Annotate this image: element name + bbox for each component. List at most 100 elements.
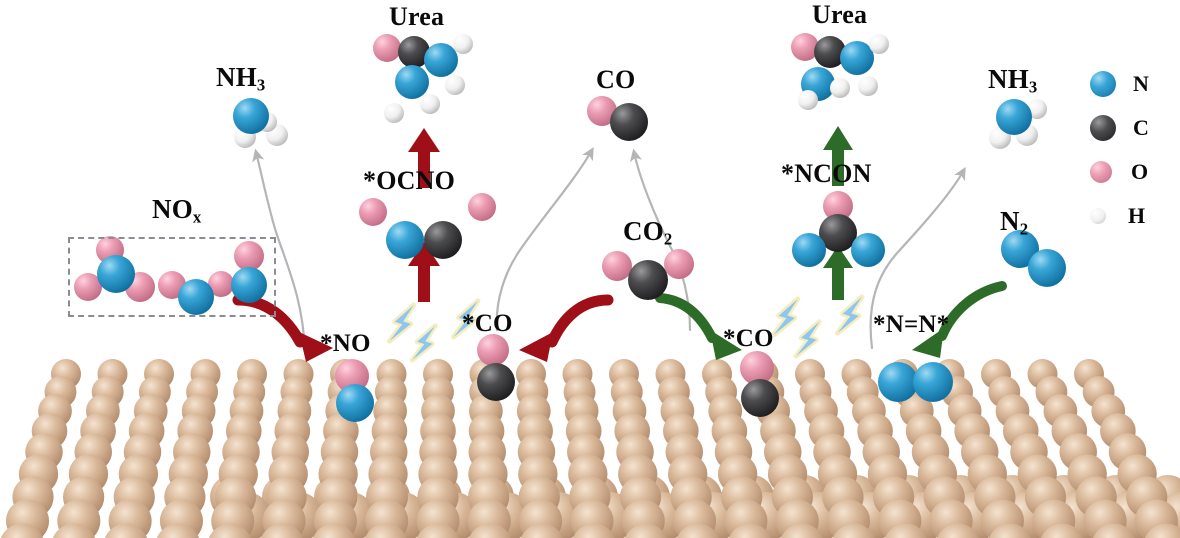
molecule-nh3-left [233, 98, 288, 148]
lightning-bolt-icon [770, 296, 801, 338]
legend-label-C: C [1133, 115, 1149, 140]
molecule-ads-co-right-atom-O [740, 351, 774, 385]
green-up-arrow-to-ncon [823, 246, 853, 300]
slab-atom [624, 523, 668, 538]
molecule-ads-co-left-atom-C [477, 363, 515, 401]
molecule-n2-atom-N [1028, 249, 1066, 287]
molecule-nh3-right [989, 99, 1047, 149]
lightning-bolt-icon [409, 323, 438, 363]
slab-atom [208, 523, 252, 538]
molecule-urea-left [373, 34, 473, 123]
green-arrowhead-n2 [912, 328, 944, 358]
red-up-arrow-to-ocno [408, 242, 440, 302]
slab-atom [104, 523, 148, 538]
legend-label-H: H [1128, 203, 1146, 228]
slab-atom [1144, 523, 1180, 538]
molecule-nh3-left-atom-N [233, 98, 269, 134]
lightning-bolt-icon [450, 298, 481, 340]
molecule-ads-no-atom-N [336, 384, 374, 422]
legend-sphere-H [1090, 208, 1106, 224]
label-star-no: *NO [320, 330, 371, 357]
red-up-arrow-to-urea-left [408, 128, 440, 188]
molecule-co-gas-atom-O [587, 96, 617, 126]
molecule-urea-left-atom-H [420, 94, 440, 114]
green-up-arrow-group [823, 126, 853, 300]
label-nox: NOx [152, 194, 202, 227]
label-n2: N2 [1000, 206, 1029, 239]
slab-atom [520, 523, 564, 538]
molecule-ocno [359, 193, 496, 259]
label-co-gas: CO [596, 65, 636, 94]
slab-atom [1092, 523, 1136, 538]
nox-group-box [68, 237, 276, 317]
label-star-co-right: *CO [723, 325, 774, 352]
molecule-n2 [1001, 230, 1066, 287]
molecule-co2-atom-C [628, 260, 668, 300]
slab-atom [884, 523, 928, 538]
molecule-urea-right-atom-H [858, 76, 878, 96]
red-arrowhead-nox [299, 332, 333, 362]
molecule-nitrate-atom-N [97, 255, 135, 293]
molecule-no2-atom-N [178, 279, 214, 315]
legend-sphere-N [1090, 71, 1116, 97]
label-co2: CO2 [623, 216, 673, 249]
molecule-urea-right-atom-N [840, 41, 874, 75]
molecule-co2-atom-O [664, 249, 694, 279]
slab-atom [260, 523, 304, 538]
green-curved-arrow-n2 [937, 281, 1007, 341]
label-ncon: *NCON [781, 159, 872, 188]
legend-sphere-O [1090, 161, 1112, 183]
label-star-nn: *N=N* [873, 311, 950, 338]
legend-item-O: O [1090, 150, 1149, 194]
lightning-bolt-icon [386, 302, 417, 344]
legend-sphere-C [1090, 115, 1116, 141]
lightning-bolt-group [386, 294, 865, 363]
molecule-ads-co-right-atom-C [741, 379, 779, 417]
slab-atom [728, 523, 772, 538]
molecule-urea-left-atom-C [398, 36, 430, 68]
molecule-urea-left-atom-N [424, 43, 458, 77]
label-nh3-right: NH3 [988, 64, 1038, 97]
molecule-ocno-atom-O [359, 198, 387, 226]
legend-label-N: N [1133, 71, 1149, 96]
molecule-ocno-atom-O [468, 193, 496, 221]
legend-item-C: C [1090, 106, 1149, 150]
molecule-urea-right-atom-H [830, 78, 850, 98]
molecule-co2-atom-O [602, 251, 632, 281]
molecule-no-atom-O [234, 241, 264, 271]
molecule-ads-co-left [477, 334, 515, 401]
molecule-urea-left-atom-N [395, 65, 429, 99]
molecule-nitrate-atom-O [74, 273, 102, 301]
slab-atom [52, 523, 96, 538]
catalyst-slab [0, 359, 1180, 538]
green-up-arrow-to-urea-right [823, 126, 853, 186]
slab-atom [676, 523, 720, 538]
slab-atom [572, 523, 616, 538]
label-star-co-left: *CO [462, 310, 513, 337]
molecule-ads-nn-atom-N [878, 362, 918, 402]
molecule-ocno-atom-C [424, 221, 462, 259]
molecule-urea-right [791, 33, 889, 110]
legend-label-O: O [1131, 159, 1149, 184]
slab-atom [936, 523, 980, 538]
molecule-no [231, 241, 267, 303]
red-arrowhead-co2 [519, 332, 553, 362]
slab-atom [988, 523, 1032, 538]
molecule-co-gas [587, 96, 648, 141]
molecule-layer [74, 33, 1066, 422]
molecule-ncon [792, 191, 885, 267]
lightning-bolt-icon [834, 294, 865, 336]
label-nh3-left: NH3 [216, 62, 266, 95]
molecule-ads-no [335, 359, 374, 422]
molecule-nh3-right-atom-N [996, 99, 1032, 135]
legend-item-H: H [1090, 194, 1149, 238]
label-ocno: *OCNO [363, 166, 455, 195]
gray-arrow-nn-to-nh3 [869, 166, 966, 350]
green-curved-arrow-co2 [655, 293, 717, 343]
gray-arrow-co-left [495, 146, 594, 332]
legend-item-N: N [1090, 62, 1149, 106]
molecule-ads-co-left-atom-O [477, 334, 509, 366]
molecule-ads-nn-atom-N [913, 362, 953, 402]
molecule-co2 [602, 249, 694, 300]
